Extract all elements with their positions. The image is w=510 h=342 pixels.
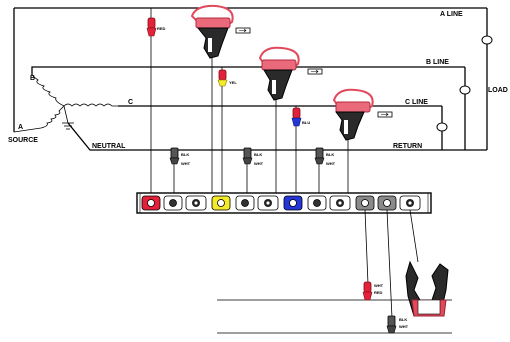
probe-tag-yellow: YEL <box>229 80 237 85</box>
aux-tag-black: BLK <box>399 317 407 322</box>
terminal-blue <box>283 195 303 211</box>
terminal-black-2 <box>235 195 255 211</box>
phase-a-label: A <box>18 124 23 131</box>
neutral-return-wire <box>67 122 487 151</box>
terminal-gray-2 <box>377 195 397 211</box>
phase-c-label: C <box>128 99 133 106</box>
probe-tag-white-2: WHT <box>254 161 264 166</box>
terminal-black-1 <box>163 195 183 211</box>
load-wires <box>441 8 488 150</box>
phase-b-label: B <box>30 75 35 82</box>
terminal-yellow <box>211 195 231 211</box>
aux-current-clamp <box>405 260 449 317</box>
current-clamp-b <box>258 46 323 195</box>
a-line-label: A LINE <box>440 11 463 18</box>
neutral-probe-1: BLK WHT <box>169 147 191 195</box>
load-element-b <box>459 85 471 95</box>
neutral-probe-2: BLK WHT <box>242 147 264 195</box>
aux-tag-white-2: WHT <box>399 324 409 329</box>
load-label: LOAD <box>488 87 508 94</box>
voltage-probe-red: RED <box>146 8 166 195</box>
probe-tag-red: RED <box>157 26 166 31</box>
aux-probe-red: WHT RED <box>362 281 384 301</box>
probe-tag-black-2: BLK <box>254 152 262 157</box>
source-wye <box>13 74 118 133</box>
neutral-label: NEUTRAL <box>92 143 126 150</box>
probe-tag-white-3: WHT <box>326 161 336 166</box>
load-element-c <box>436 122 448 132</box>
aux-probe-black: BLK WHT <box>386 315 409 334</box>
neutral-probe-3: BLK WHT <box>314 147 336 195</box>
current-clamp-c <box>332 88 393 195</box>
terminal-clamp-c <box>329 195 351 211</box>
terminal-clamp-a <box>185 195 207 211</box>
load-element-a <box>481 35 493 45</box>
aux-leads <box>364 209 419 319</box>
voltage-probe-yellow: YEL <box>217 67 237 195</box>
current-clamp-a <box>190 4 251 195</box>
probe-tag-white-1: WHT <box>181 161 191 166</box>
b-line-wire <box>31 66 465 75</box>
probe-tag-black-1: BLK <box>181 152 189 157</box>
voltage-probe-blue: BLU <box>291 106 310 195</box>
terminal-red <box>141 195 161 211</box>
instrument-terminal-bar <box>136 192 432 214</box>
terminal-clamp-b <box>257 195 279 211</box>
source-label: SOURCE <box>8 137 38 144</box>
probe-tag-black-3: BLK <box>326 152 334 157</box>
terminal-black-3 <box>307 195 327 211</box>
c-line-label: C LINE <box>405 99 428 106</box>
probe-tag-blue: BLU <box>302 120 310 125</box>
aux-tag-red: RED <box>374 290 383 295</box>
b-line-label: B LINE <box>426 59 449 66</box>
a-line-wire <box>13 7 487 132</box>
return-label: RETURN <box>393 143 422 150</box>
terminal-gray-1 <box>355 195 375 211</box>
aux-tag-white: WHT <box>374 283 384 288</box>
terminal-clamp-aux <box>399 195 421 211</box>
